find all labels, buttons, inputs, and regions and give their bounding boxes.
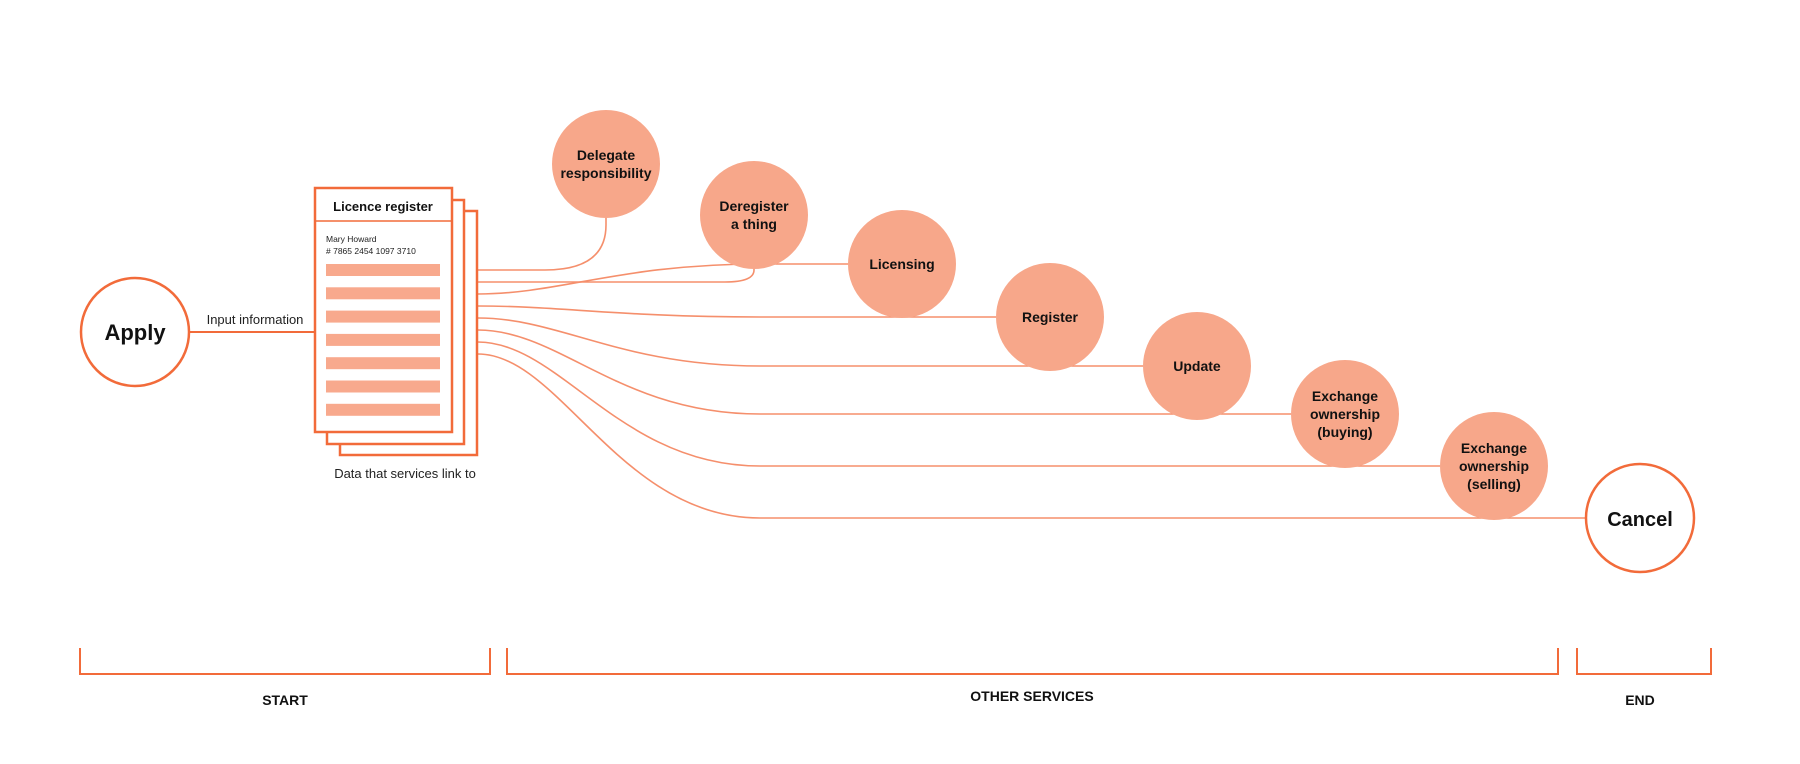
service-bubble-label: Exchange (1461, 440, 1527, 456)
service-bubble-exchange-ownership-buying: Exchange ownership (buying) (1291, 360, 1399, 468)
card-field-bar (326, 380, 440, 393)
connector-exchange-ownership-buying (477, 329, 1291, 415)
phase-label-start: START (262, 692, 308, 708)
end-bracket (1576, 648, 1712, 675)
apply-label: Apply (104, 320, 166, 345)
connector-exchange-ownership-selling (477, 341, 1440, 467)
connector-cancel (477, 353, 1586, 519)
service-bubble-label: ownership (1459, 458, 1529, 474)
service-bubble-label: (buying) (1317, 424, 1372, 440)
service-bubble-licensing: Licensing (848, 210, 956, 318)
card-field-bar (326, 357, 440, 370)
apply-node: Apply (79, 276, 191, 388)
connector-licensing (477, 263, 848, 295)
phase-brackets: START OTHER SERVICES END (79, 648, 1712, 708)
service-bubble-deregister-a-thing: Deregister a thing (700, 161, 808, 269)
service-bubble-label: Licensing (869, 256, 934, 272)
card-field-bar (326, 287, 440, 300)
connector-deregister (478, 269, 755, 283)
card-field-bars (326, 264, 440, 416)
service-bubble-label: Register (1022, 309, 1079, 325)
input-information-label: Input information (207, 312, 304, 327)
connector-register (477, 305, 996, 318)
service-bubble-label: Delegate (577, 147, 636, 163)
service-bubble-circle (700, 161, 808, 269)
card-field-bar (326, 403, 440, 416)
card-name: Mary Howard (326, 234, 377, 244)
cancel-node: Cancel (1584, 462, 1696, 574)
cancel-label: Cancel (1607, 509, 1673, 531)
service-bubble-delegate-responsibility: Delegate responsibility (552, 110, 660, 218)
service-bubble-label: Deregister (719, 198, 789, 214)
phase-label-end: END (1625, 692, 1655, 708)
service-bubble-label: a thing (731, 216, 777, 232)
service-bubble-label: Exchange (1312, 388, 1378, 404)
other-services-bracket (506, 648, 1559, 675)
licence-register-card: Licence register Mary Howard # 7865 2454… (313, 186, 479, 481)
card-caption: Data that services link to (334, 466, 476, 481)
service-bubble-update: Update (1143, 312, 1251, 420)
card-front-sheet (313, 186, 454, 434)
service-bubble-circle (1291, 360, 1399, 468)
card-title: Licence register (333, 199, 433, 214)
card-field-bar (326, 333, 440, 346)
service-bubble-label: responsibility (560, 165, 651, 181)
service-bubble-label: Update (1173, 358, 1221, 374)
connector-delegate (478, 218, 607, 271)
service-bubble-circle (996, 263, 1104, 371)
service-bubble-label: ownership (1310, 406, 1380, 422)
service-bubble-circle (848, 210, 956, 318)
service-bubble-label: (selling) (1467, 476, 1521, 492)
service-bubble-register: Register (996, 263, 1104, 371)
start-bracket (79, 648, 491, 675)
service-bubble-circle (552, 110, 660, 218)
phase-label-other-services: OTHER SERVICES (970, 688, 1093, 704)
service-bubble-circle (1440, 412, 1548, 520)
card-number: # 7865 2454 1097 3710 (326, 246, 416, 256)
service-bubble-circle (1143, 312, 1251, 420)
card-field-bar (326, 310, 440, 323)
cancel-circle (1584, 462, 1696, 574)
connector-update (477, 317, 1143, 367)
service-bubble-exchange-ownership-selling: Exchange ownership (selling) (1440, 412, 1548, 520)
card-field-bar (326, 264, 440, 276)
connectors (477, 218, 1586, 519)
